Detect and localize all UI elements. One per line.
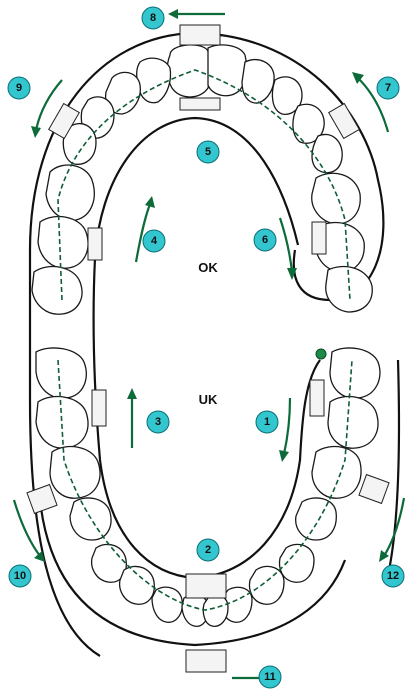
tooth [250, 566, 284, 604]
tooth [296, 498, 337, 540]
step-number: 12 [387, 570, 399, 582]
arrow-head [279, 450, 289, 462]
tooth [32, 267, 82, 315]
upper-jaw-label: OK [198, 260, 218, 275]
right-lower-outer-thread [388, 360, 399, 575]
step-number: 11 [264, 671, 276, 683]
step-badge-5: 5 [197, 141, 219, 163]
tooth [50, 447, 100, 499]
step-badge-3: 3 [147, 411, 169, 433]
step-number: 6 [262, 234, 268, 246]
step-number: 10 [14, 570, 26, 582]
tooth [312, 173, 361, 224]
step-badge-6: 6 [254, 229, 276, 251]
floss-grip-5 [180, 98, 220, 110]
arrow-head [145, 196, 155, 208]
step-badge-1: 1 [256, 411, 278, 433]
step-badge-4: 4 [143, 230, 165, 252]
tooth [242, 60, 274, 103]
tooth [167, 45, 210, 97]
step-badge-10: 10 [9, 565, 31, 587]
tooth [280, 544, 314, 582]
tooth [312, 447, 361, 499]
step-number: 4 [151, 235, 158, 247]
tooth [137, 58, 171, 103]
step-number: 5 [205, 146, 211, 158]
floss-grip-8 [180, 25, 220, 45]
tooth [152, 587, 182, 622]
step-number: 7 [385, 82, 391, 94]
step-number: 3 [155, 416, 161, 428]
step-badge-8: 8 [142, 7, 164, 29]
tooth [208, 45, 246, 96]
floss-grip-2 [186, 574, 226, 598]
lower-jaw-label: UK [199, 392, 218, 407]
floss-grip-1 [310, 380, 324, 416]
tooth [36, 348, 86, 398]
tooth [312, 134, 342, 172]
floss-grip-11 [186, 650, 226, 672]
tooth [328, 397, 378, 449]
floss-grip-7 [329, 104, 360, 139]
arrow-head [127, 388, 137, 399]
arrow-head [31, 126, 41, 138]
step-badge-9: 9 [8, 77, 30, 99]
tooth [330, 348, 380, 398]
step-badge-2: 2 [197, 539, 219, 561]
floss-grip-3 [92, 390, 106, 426]
left-inner-thread [94, 258, 320, 578]
step-badge-7: 7 [377, 77, 399, 99]
arrow-1 [284, 398, 290, 454]
floss-grip-10 [27, 485, 57, 514]
tooth [203, 595, 228, 626]
step-number: 1 [264, 416, 270, 428]
tooth [120, 566, 155, 604]
step-badge-12: 12 [382, 565, 404, 587]
floss-start-knob [316, 349, 326, 359]
arrow-head [168, 9, 178, 19]
floss-grip-6 [312, 222, 326, 254]
arrow-6 [280, 218, 292, 272]
step-number: 2 [205, 544, 211, 556]
tooth [46, 165, 94, 220]
floss-grip-12 [359, 475, 389, 504]
tooth [38, 217, 88, 269]
step-number: 9 [16, 82, 22, 94]
tooth [36, 397, 88, 449]
step-number: 8 [150, 12, 156, 24]
floss-grip-4 [88, 228, 102, 260]
step-badge-11: 11 [259, 666, 281, 688]
